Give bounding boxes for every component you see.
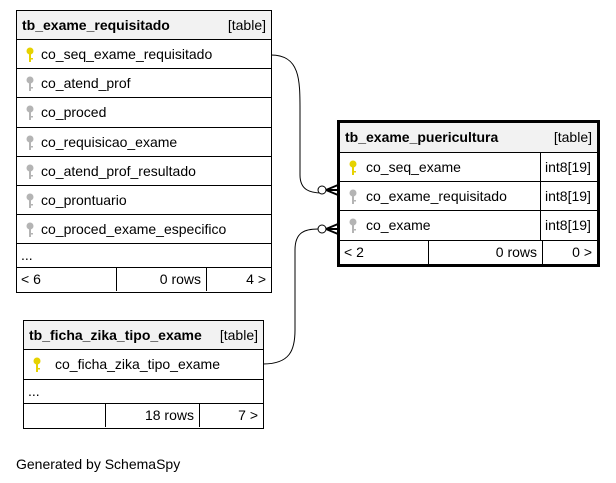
relation-crowfoot-marker [325,223,339,235]
column-row[interactable]: co_proced [17,98,271,128]
column-name: co_ficha_zika_tipo_exame [55,356,220,372]
primary-key-icon [349,160,357,175]
table-kind: [table] [219,327,258,343]
relation-crowfoot-marker [325,184,339,196]
children-count: 0 > [572,243,592,260]
relation-ficha-zika [262,228,319,365]
foreign-key-icon [349,218,357,234]
relation-optional-marker [317,224,327,234]
column-name: co_atend_prof [41,75,131,92]
table-exame-puericultura[interactable]: tb_exame_puericultura [table] co_seq_exa… [337,120,600,267]
parents-cell[interactable] [24,404,106,427]
table-footer: < 6 0 rows 4 > [17,268,271,292]
generated-by-label: Generated by SchemaSpy [16,456,181,472]
table-name: tb_exame_puericultura [345,129,499,145]
parents-count: < 6 [21,271,41,288]
column-row[interactable]: co_seq_exame int8[19] [340,153,597,183]
column-type: int8[19] [540,211,591,240]
foreign-key-icon [26,76,34,92]
primary-key-icon [33,357,41,372]
table-kind: [table] [227,17,266,33]
column-name: co_seq_exame [366,159,461,175]
table-header: tb_exame_requisitado [table] [17,11,271,40]
more-columns: ... [17,244,271,269]
table-ficha-zika-tipo-exame[interactable]: tb_ficha_zika_tipo_exame [table] co_fich… [23,320,264,429]
table-footer: < 2 0 rows 0 > [340,240,597,264]
ellipsis-text: ... [21,247,33,264]
column-name: co_proced_exame_especifico [41,221,227,238]
parents-cell[interactable]: < 6 [17,268,117,292]
foreign-key-icon [26,193,34,208]
column-row[interactable]: co_ficha_zika_tipo_exame [24,350,263,380]
table-name: tb_exame_requisitado [22,17,170,33]
column-type: int8[19] [540,182,591,211]
rows-cell: 0 rows [117,268,207,292]
parents-count: < 2 [344,243,364,260]
children-cell[interactable]: 0 > [543,241,597,264]
relation-exame-requisitado [270,54,323,194]
table-header: tb_exame_puericultura [table] [340,123,597,153]
foreign-key-icon [26,105,34,121]
row-count: 0 rows [159,271,201,288]
column-row[interactable]: co_proced_exame_especifico [17,215,271,245]
column-row[interactable]: co_requisicao_exame [17,128,271,157]
column-name: co_prontuario [41,191,127,208]
primary-key-icon [26,47,34,62]
parents-cell[interactable]: < 2 [340,240,429,264]
rows-cell: 0 rows [429,240,543,264]
column-row[interactable]: co_atend_prof_resultado [17,157,271,186]
more-columns: ... [24,380,263,404]
table-kind: [table] [553,129,592,145]
rows-cell: 18 rows [106,404,200,427]
foreign-key-icon [349,189,357,205]
ellipsis-text: ... [28,383,40,399]
children-count: 4 > [246,271,266,288]
children-count: 7 > [238,407,258,423]
column-name: co_exame [366,217,431,234]
children-cell[interactable]: 7 > [200,404,263,427]
column-row[interactable]: co_seq_exame_requisitado [17,40,271,70]
column-name: co_seq_exame_requisitado [41,46,213,62]
column-name: co_proced [41,104,107,121]
column-row[interactable]: co_atend_prof [17,69,271,99]
column-name: co_exame_requisitado [366,188,507,205]
children-cell[interactable]: 4 > [207,268,271,291]
relation-optional-marker [317,185,327,195]
table-name: tb_ficha_zika_tipo_exame [29,327,202,343]
foreign-key-icon [26,222,34,238]
column-row[interactable]: co_prontuario [17,186,271,216]
row-count: 18 rows [144,407,194,423]
row-count: 0 rows [495,243,537,260]
column-type: int8[19] [540,153,591,182]
table-footer: 18 rows 7 > [24,404,263,427]
foreign-key-icon [26,135,34,150]
table-exame-requisitado[interactable]: tb_exame_requisitado [table] co_seq_exam… [16,10,272,293]
column-name: co_atend_prof_resultado [41,162,196,179]
column-name: co_requisicao_exame [41,133,178,150]
column-row[interactable]: co_exame_requisitado int8[19] [340,182,597,212]
foreign-key-icon [26,164,34,179]
column-row[interactable]: co_exame int8[19] [340,211,597,241]
table-header: tb_ficha_zika_tipo_exame [table] [24,321,263,350]
